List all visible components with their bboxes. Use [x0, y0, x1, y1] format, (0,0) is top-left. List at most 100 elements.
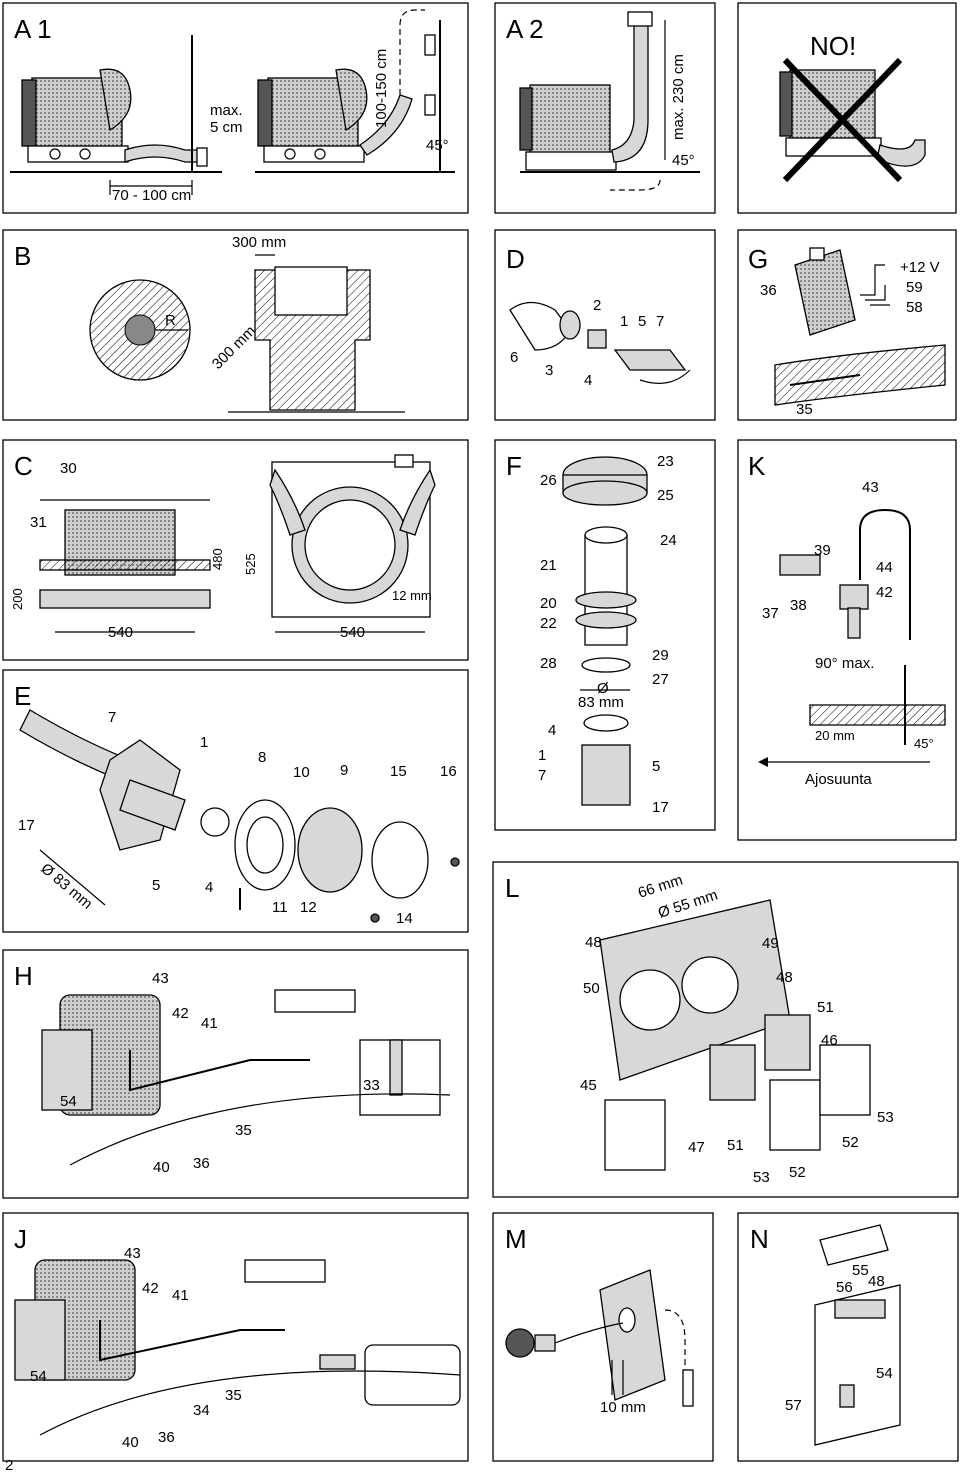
l-callout-45: 45: [580, 1077, 597, 1094]
j-callout-54: 54: [30, 1368, 47, 1385]
e-callout-8: 8: [258, 749, 266, 766]
f-callout-20: 20: [540, 595, 557, 612]
e-clamp: [200, 807, 230, 837]
a1-max-line1: max.: [210, 102, 243, 119]
h-callout-35: 35: [235, 1122, 252, 1139]
a2-angle: 45°: [672, 152, 695, 169]
j-sink: [244, 1259, 326, 1283]
e-outlet-body: [297, 807, 363, 893]
g-wire-59: 59: [906, 279, 923, 296]
l-callout-52b: 52: [789, 1164, 806, 1181]
panel-h: H 43 42 41 54 33 35 40 36: [2, 949, 469, 1199]
n-callout-55: 55: [852, 1262, 869, 1279]
e-callout-11: 11: [272, 899, 288, 916]
h-callout-33: 33: [363, 1077, 380, 1094]
l-callout-53a: 53: [877, 1109, 894, 1126]
e-callout-14: 14: [396, 910, 413, 927]
f-callout-17: 17: [652, 799, 669, 816]
f-callout-29: 29: [652, 647, 669, 664]
l-callout-46: 46: [821, 1032, 838, 1049]
h-callout-40: 40: [153, 1159, 170, 1176]
panel-k-frame: [737, 439, 957, 841]
f-callout-21: 21: [540, 557, 557, 574]
j-callout-34: 34: [193, 1402, 210, 1419]
fuel-pump: [794, 249, 856, 336]
j-control-box: [14, 1299, 66, 1381]
k-angle2: 45°: [914, 736, 934, 751]
panel-a1-title: A 1: [14, 14, 52, 44]
l-callout-51b: 51: [727, 1137, 744, 1154]
e-callout-7: 7: [108, 709, 116, 726]
f-callout-27: 27: [652, 671, 669, 688]
c-callout-30: 30: [60, 460, 77, 477]
panel-d-title: D: [506, 244, 525, 274]
k-direction-label: Ajosuunta: [805, 771, 872, 788]
no-duct: [876, 139, 926, 167]
g-callout-35: 35: [796, 401, 813, 418]
j-callout-42: 42: [142, 1280, 159, 1297]
page-number: 2: [5, 1457, 13, 1474]
cross-line-2: [782, 57, 903, 183]
flex-duct-right: [359, 94, 413, 156]
l-cover-52a: [769, 1079, 821, 1151]
f-callout-22: 22: [540, 615, 557, 632]
e-callout-5: 5: [152, 877, 160, 894]
j-callout-40: 40: [122, 1434, 139, 1451]
j-callout-43: 43: [124, 1245, 141, 1262]
d-callout-2: 2: [593, 297, 601, 314]
radius-label: R: [165, 312, 176, 329]
panel-c-title: C: [14, 451, 33, 481]
panel-a2-title: A 2: [506, 14, 544, 44]
d-flex-pipe: [613, 349, 687, 371]
c-dim-480: 480: [210, 548, 225, 570]
m-sensor: [505, 1328, 535, 1358]
f-diameter-line1: Ø: [597, 680, 609, 697]
g-wire-58: 58: [906, 299, 923, 316]
l-block-45: [604, 1099, 666, 1171]
f-callout-26: 26: [540, 472, 557, 489]
m-connector: [682, 1369, 694, 1407]
panel-j-title: J: [14, 1224, 27, 1254]
k-floor-section: [809, 704, 946, 726]
f-callout-25: 25: [657, 487, 674, 504]
panel-b-frame: [2, 229, 469, 421]
panel-a1: A 1 max. 5 cm 70 - 100 cm: [2, 2, 469, 214]
k-tee-fitting: [839, 584, 869, 610]
panel-f: F 26 23 25 24 21 20 22 28 29 27 4 1 7 5 …: [494, 439, 716, 831]
d-callout-6: 6: [510, 349, 518, 366]
panel-f-title: F: [506, 451, 522, 481]
panel-n-title: N: [750, 1224, 769, 1254]
e-callout-9: 9: [340, 762, 348, 779]
b-width-label: 300 mm: [232, 234, 286, 251]
panel-e: E 7 1 8 10 9 15 16 17 5 4 11 12 14 Ø 83 …: [2, 669, 469, 933]
panel-m: M 10 mm: [492, 1212, 714, 1462]
panel-k-title: K: [748, 451, 766, 481]
panel-n: N 55 56 48 54 57: [737, 1212, 959, 1462]
a1-max-line2: 5 cm: [210, 119, 243, 136]
h-fuel-line: [129, 1050, 310, 1092]
panel-no: NO!: [737, 2, 957, 214]
n-cover-top: [819, 1224, 889, 1266]
f-callout-24: 24: [660, 532, 677, 549]
heater-unit-left: [21, 68, 132, 163]
e-callout-10: 10: [293, 764, 310, 781]
l-callout-49: 49: [762, 935, 779, 952]
l-callout-51a: 51: [817, 999, 834, 1016]
l-callout-50: 50: [583, 980, 600, 997]
j-callout-36: 36: [158, 1429, 175, 1446]
a1-range-horizontal: 70 - 100 cm: [112, 187, 191, 204]
h-sink: [274, 989, 356, 1013]
c-dim-540-right: 540: [340, 624, 365, 641]
f-bellows: [581, 744, 631, 806]
duct-vertical-dashed: [399, 9, 425, 95]
n-callout-56: 56: [836, 1279, 853, 1296]
n-callout-54: 54: [876, 1365, 893, 1382]
f-diameter-line2: 83 mm: [578, 694, 624, 711]
h-callout-43: 43: [152, 970, 169, 987]
k-callout-37: 37: [762, 605, 779, 622]
f-callout-28: 28: [540, 655, 557, 672]
l-callout-47: 47: [688, 1139, 705, 1156]
g-callout-36: 36: [760, 282, 777, 299]
panel-g-title: G: [748, 244, 768, 274]
